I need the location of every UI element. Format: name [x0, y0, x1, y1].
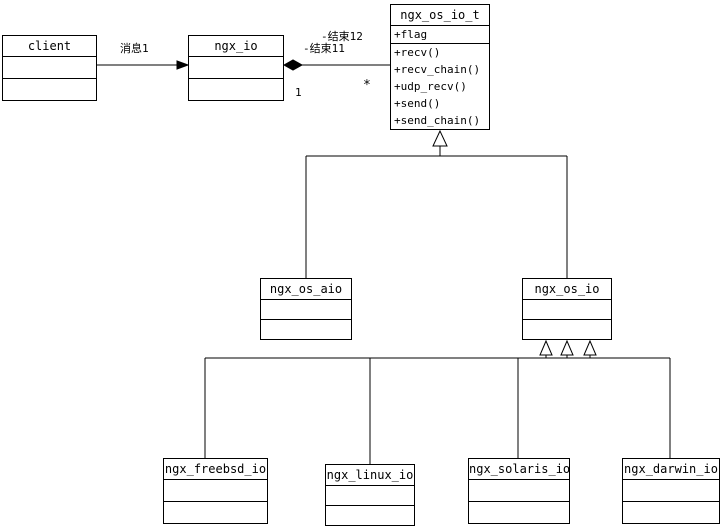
operations-compartment	[523, 320, 611, 339]
class-name: ngx_os_aio	[261, 279, 351, 300]
operations-compartment	[623, 502, 719, 523]
class-name: ngx_linux_io	[326, 465, 414, 486]
operations-compartment	[3, 79, 96, 100]
generalization-to-ngx_os_io_t	[305, 129, 568, 278]
role-label-end11: -结束11	[303, 42, 345, 55]
class-ngx_linux_io: ngx_linux_io	[325, 464, 415, 526]
class-ngx_os_io_t: ngx_os_io_t +flag +recv() +recv_chain() …	[390, 4, 490, 130]
attributes-compartment	[469, 480, 569, 502]
operations-compartment	[326, 506, 414, 525]
multiplicity-many-label: *	[363, 78, 371, 93]
class-ngx_os_io: ngx_os_io	[522, 278, 612, 340]
multiplicity-one-label: 1	[295, 86, 302, 99]
class-client: client	[2, 35, 97, 101]
class-ngx_darwin_io: ngx_darwin_io	[622, 458, 720, 524]
generalization-triangle-icon	[539, 339, 553, 356]
role-label-end12: -结束12	[321, 30, 363, 43]
class-ngx_freebsd_io: ngx_freebsd_io	[163, 458, 268, 524]
operation: +send()	[394, 97, 441, 110]
class-ngx_io: ngx_io	[188, 35, 284, 101]
class-name: ngx_darwin_io	[623, 459, 719, 480]
class-name: ngx_os_io	[523, 279, 611, 300]
attributes-compartment	[261, 300, 351, 320]
generalization-to-ngx_os_io	[204, 339, 671, 464]
generalization-triangle-icon	[583, 339, 597, 356]
operation: +recv()	[394, 46, 441, 59]
operations-compartment	[261, 320, 351, 339]
attributes-compartment	[623, 480, 719, 502]
class-name: client	[3, 36, 96, 57]
class-name: ngx_solaris_io	[469, 459, 569, 480]
association-client-ngx_io	[97, 60, 190, 70]
association-label-message: 消息1	[120, 42, 149, 55]
class-name: ngx_os_io_t	[391, 5, 489, 26]
operation: +send_chain()	[394, 114, 481, 127]
operation: +recv_chain()	[394, 63, 481, 76]
operation: +udp_recv()	[394, 80, 467, 93]
operations-compartment: +recv() +recv_chain() +udp_recv() +send(…	[391, 44, 489, 129]
operations-compartment	[164, 502, 267, 523]
composition-diamond-icon	[282, 59, 304, 71]
generalization-triangle-icon	[560, 339, 574, 356]
operations-compartment	[469, 502, 569, 523]
attribute: +flag	[394, 28, 428, 41]
operations-compartment	[189, 79, 283, 100]
class-ngx_os_aio: ngx_os_aio	[260, 278, 352, 340]
attributes-compartment	[189, 57, 283, 79]
class-ngx_solaris_io: ngx_solaris_io	[468, 458, 570, 524]
attributes-compartment: +flag	[391, 26, 489, 44]
class-name: ngx_freebsd_io	[164, 459, 267, 480]
attributes-compartment	[523, 300, 611, 320]
generalization-triangle-icon	[432, 129, 448, 147]
arrowhead-icon	[176, 60, 190, 70]
class-name: ngx_io	[189, 36, 283, 57]
attributes-compartment	[326, 486, 414, 506]
composition-ngx_io-ngx_os_io_t	[282, 59, 390, 71]
attributes-compartment	[3, 57, 96, 79]
attributes-compartment	[164, 480, 267, 502]
